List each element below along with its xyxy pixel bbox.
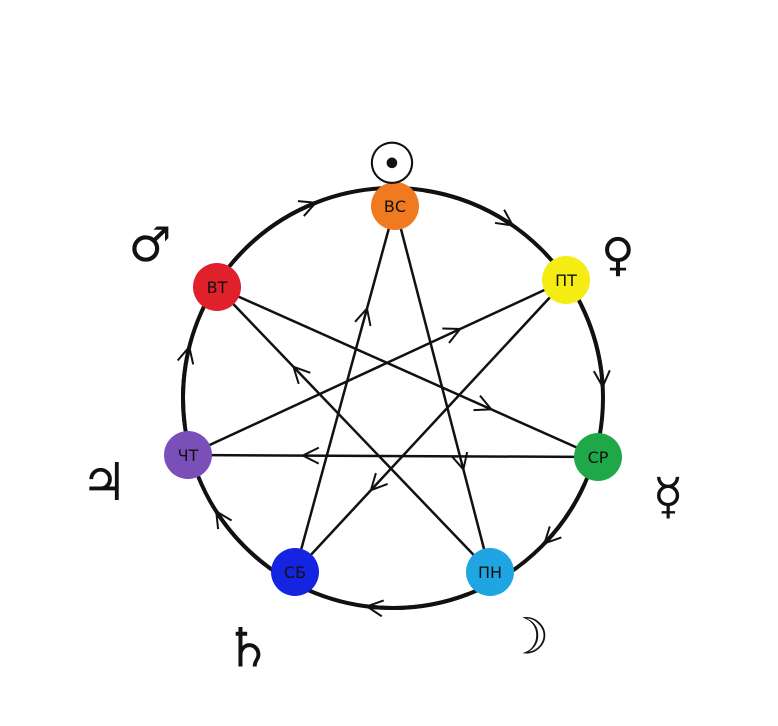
moon-symbol-icon: ☽ [505,608,550,666]
day-node-vs-circle [371,182,419,230]
day-node-sb-circle [271,548,319,596]
day-node-pn-circle [466,548,514,596]
mercury-symbol-icon: ☿ [653,468,684,526]
star-line-cht-to-pt [187,278,567,457]
mars-symbol-icon: ♂ [128,217,171,273]
day-node-sb: СБ [271,548,319,596]
heptagram-edges [187,205,599,573]
saturn-symbol-icon: ♄ [224,617,272,680]
jupiter-symbol-icon: ♃ [81,453,128,513]
day-node-sr-circle [574,433,622,481]
star-line-vt-to-sr [216,285,599,459]
star-line-sr-to-cht [187,453,599,459]
orbit-arrow-vt-to-vs [231,203,316,264]
day-nodes: ВС ПТ СР ПН СБ ЧТ ВТ [164,182,622,596]
day-label-pn: ПН [478,563,502,582]
day-node-vt-circle [193,263,241,311]
star-line-sb-to-vs [293,205,397,573]
orbit-circle [181,186,605,610]
orbit-arrow-cht-to-vt [183,347,189,426]
orbit-arrows [183,188,603,608]
day-label-vs: ВС [384,197,406,216]
day-label-sb: СБ [284,563,306,582]
orbit-arrow-pn-to-sb [367,592,469,608]
day-node-sr: СР [574,433,622,481]
star-line-pt-to-sb [294,279,567,573]
sun-symbol-icon: ☉ [366,130,418,198]
day-node-cht: ЧТ [164,431,212,479]
day-node-pn: ПН [466,548,514,596]
day-node-vt: ВТ [193,263,241,311]
day-node-cht-circle [164,431,212,479]
orbit-arrow-vs-to-pt [424,188,513,228]
orbit-arrow-pt-to-sr [579,304,603,387]
orbit-arrow-sb-to-cht [214,511,267,567]
star-line-vs-to-pn [393,205,492,573]
day-label-cht: ЧТ [178,446,199,465]
day-node-pt: ПТ [542,256,590,304]
day-node-pt-circle [542,256,590,304]
star-line-pn-to-vt [216,286,491,573]
orbit-arrow-sr-to-pn [544,483,587,543]
venus-symbol-icon: ♀ [601,228,635,282]
day-label-vt: ВТ [207,278,228,297]
day-label-sr: СР [588,448,609,467]
planet-symbols: ☉ ♀ ☿ ☽ ♄ ♃ ♂ [81,130,684,680]
day-label-pt: ПТ [555,271,577,290]
day-node-vs: ВС [371,182,419,230]
